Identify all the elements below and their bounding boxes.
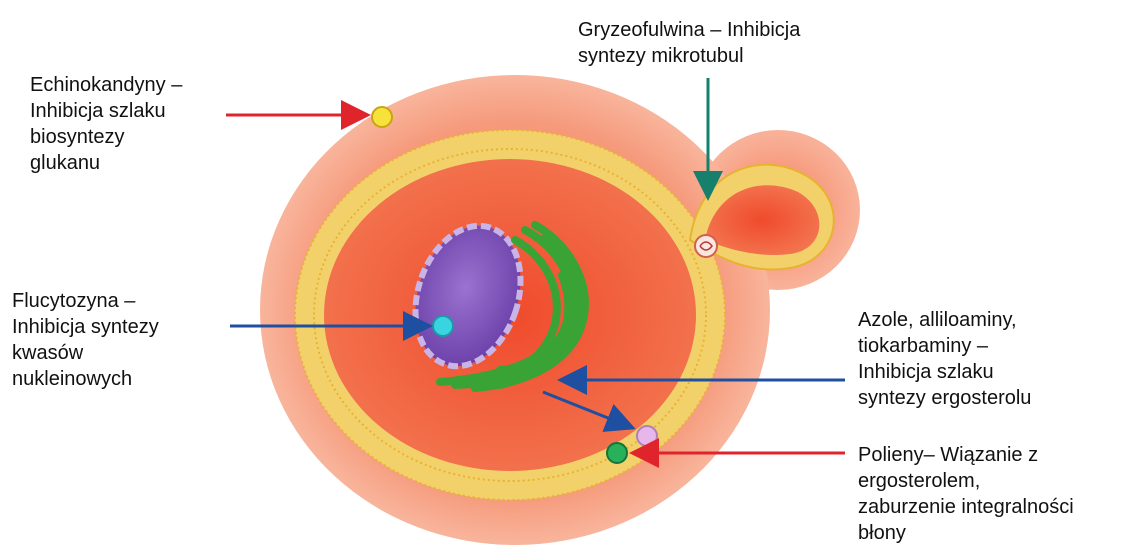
- polyene-particle: [607, 443, 627, 463]
- label-line: Inhibicja szlaku: [30, 98, 182, 124]
- label-gryzeofulwina: Gryzeofulwina – Inhibicja syntezy mikrot…: [578, 17, 800, 69]
- ergosterol-particle: [637, 426, 657, 446]
- label-echinokandyny: Echinokandyny – Inhibicja szlaku biosynt…: [30, 72, 182, 176]
- label-line: ergosterolem,: [858, 468, 1074, 494]
- label-line: Azole, alliloaminy,: [858, 307, 1031, 333]
- label-line: zaburzenie integralności: [858, 494, 1074, 520]
- label-polieny: Polieny– Wiązanie z ergosterolem, zaburz…: [858, 442, 1074, 546]
- label-line: Inhibicja szlaku: [858, 359, 1031, 385]
- label-azole: Azole, alliloaminy, tiokarbaminy – Inhib…: [858, 307, 1031, 411]
- label-line: Inhibicja syntezy: [12, 314, 159, 340]
- label-flucytozyna: Flucytozyna – Inhibicja syntezy kwasów n…: [12, 288, 159, 392]
- label-line: Echinokandyny –: [30, 72, 182, 98]
- microtubule-body: [695, 235, 717, 257]
- label-line: syntezy mikrotubul: [578, 43, 800, 69]
- label-line: tiokarbaminy –: [858, 333, 1031, 359]
- nucleic-acid-particle: [433, 316, 453, 336]
- glucan-synthase-particle: [372, 107, 392, 127]
- label-line: syntezy ergosterolu: [858, 385, 1031, 411]
- label-line: Flucytozyna –: [12, 288, 159, 314]
- label-line: biosyntezy: [30, 124, 182, 150]
- label-line: glukanu: [30, 150, 182, 176]
- label-line: kwasów: [12, 340, 159, 366]
- label-line: błony: [858, 520, 1074, 546]
- label-line: Gryzeofulwina – Inhibicja: [578, 17, 800, 43]
- label-line: nukleinowych: [12, 366, 159, 392]
- label-line: Polieny– Wiązanie z: [858, 442, 1074, 468]
